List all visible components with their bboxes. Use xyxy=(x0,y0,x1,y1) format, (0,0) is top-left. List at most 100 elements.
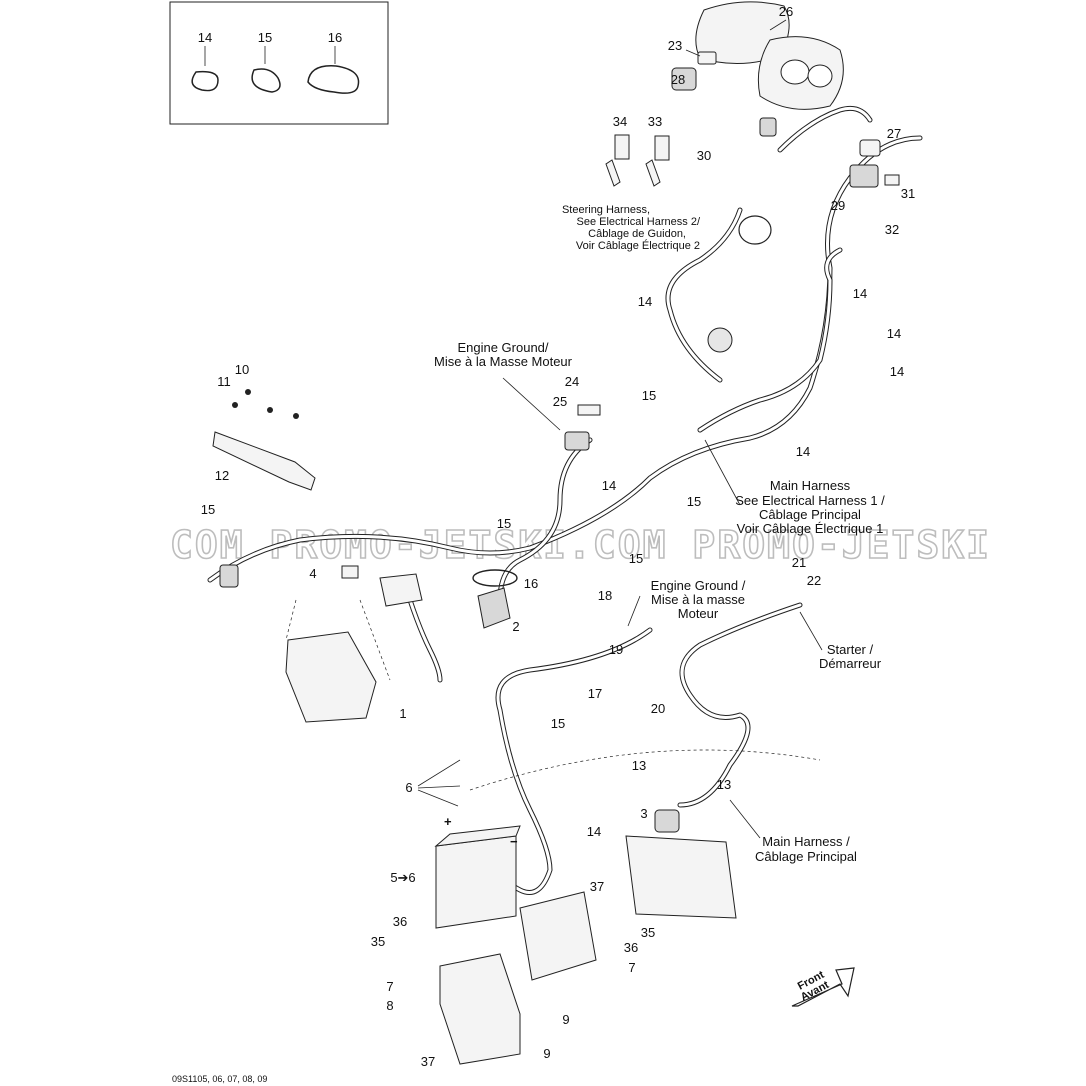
caption-engine-ground-mid-line3: Moteur xyxy=(678,606,719,621)
drawing-code: 09S1105, 06, 07, 08, 09 xyxy=(172,1074,267,1084)
caption-main-harness-bottom: Main Harness / Câblage Principal xyxy=(729,799,857,864)
caption-main-harness-top-line4: Voir Câblage Électrique 1 xyxy=(737,521,884,536)
battery-plus-sign: + xyxy=(444,814,452,829)
callout-26: 26 xyxy=(779,4,793,19)
caption-steering-harness: Steering Harness, See Electrical Harness… xyxy=(562,204,701,252)
callout-3: 3 xyxy=(640,806,647,821)
battery-tray xyxy=(439,891,597,1065)
battery-minus-sign: − xyxy=(510,834,518,849)
engine-ground-connectors xyxy=(219,404,601,588)
battery: + − xyxy=(434,814,521,929)
callout-1: 1 xyxy=(399,706,406,721)
callout-13-b: 13 xyxy=(717,777,731,792)
callout-29: 29 xyxy=(831,198,845,213)
callout-14-e: 14 xyxy=(796,444,810,459)
gauge-cluster xyxy=(695,1,844,110)
callout-4: 4 xyxy=(309,566,316,581)
callout-35-a: 35 xyxy=(371,934,385,949)
callout-37-a: 37 xyxy=(590,879,604,894)
caption-engine-ground-mid-line1: Engine Ground / xyxy=(651,578,746,593)
callout-15-c: 15 xyxy=(497,516,511,531)
callout-6: 6 xyxy=(405,780,412,795)
bracket-12 xyxy=(212,389,316,491)
caption-engine-ground-top-line1: Engine Ground/ xyxy=(457,340,548,355)
caption-engine-ground-top: Engine Ground/ Mise à la Masse Moteur xyxy=(434,340,573,431)
callout-15-e: 15 xyxy=(629,551,643,566)
callout-7-a: 7 xyxy=(386,979,393,994)
callout-19: 19 xyxy=(609,642,623,657)
callout-14-b: 14 xyxy=(853,286,867,301)
callout-11: 11 xyxy=(217,374,231,389)
caption-steering-line1: Steering Harness, xyxy=(562,204,650,216)
solenoid-3 xyxy=(625,809,737,919)
callout-14-c: 14 xyxy=(887,326,901,341)
callout-14-a: 14 xyxy=(638,294,652,309)
caption-main-harness-top-line2: See Electrical Harness 1 / xyxy=(735,493,885,508)
callout-15-b: 15 xyxy=(201,502,215,517)
caption-starter: Starter / Démarreur xyxy=(799,611,882,671)
callout-34: 34 xyxy=(613,114,627,129)
caption-steering-line4: Voir Câblage Électrique 2 xyxy=(576,239,700,252)
callout-37-b: 37 xyxy=(421,1054,435,1069)
caption-main-harness-bottom-line1: Main Harness / xyxy=(762,834,850,849)
callout-25: 25 xyxy=(553,394,567,409)
callout-14-f: 14 xyxy=(602,478,616,493)
callout-15-f: 15 xyxy=(551,716,565,731)
caption-main-harness-bottom-line2: Câblage Principal xyxy=(755,849,857,864)
callout-36-a: 36 xyxy=(393,914,407,929)
callout-17: 17 xyxy=(588,686,602,701)
cable-tie-16-icon xyxy=(307,65,360,94)
callout-28: 28 xyxy=(671,72,685,87)
callout-35-b: 35 xyxy=(641,925,655,940)
caption-main-harness-top-line1: Main Harness xyxy=(770,478,851,493)
callout-24: 24 xyxy=(565,374,579,389)
callout-32: 32 xyxy=(885,222,899,237)
callout-33: 33 xyxy=(648,114,662,129)
callout-30: 30 xyxy=(697,148,711,163)
callout-13-a: 13 xyxy=(632,758,646,773)
callout-16: 16 xyxy=(524,576,538,591)
callout-14-d: 14 xyxy=(890,364,904,379)
caption-starter-line2: Démarreur xyxy=(819,656,882,671)
caption-engine-ground-mid: Engine Ground / Mise à la masse Moteur xyxy=(627,578,746,627)
callout-18: 18 xyxy=(598,588,612,603)
battery-cables xyxy=(469,602,821,895)
callout-10: 10 xyxy=(235,362,249,377)
inset-box: 14 15 16 xyxy=(169,1,389,125)
callout-15-d: 15 xyxy=(687,494,701,509)
callout-20: 20 xyxy=(651,701,665,716)
module-2 xyxy=(379,569,518,629)
cable-tie-15-icon xyxy=(251,68,281,93)
callout-36-b: 36 xyxy=(624,940,638,955)
callouts: 26 23 28 34 33 30 27 29 31 32 14 14 14 1… xyxy=(201,4,915,1069)
caption-engine-ground-top-line2: Mise à la Masse Moteur xyxy=(434,354,573,369)
caption-starter-line1: Starter / xyxy=(827,642,874,657)
inset-label-14: 14 xyxy=(198,30,212,45)
watermark-text: COM PROMO-JETSKI.COM PROMO-JETSKI xyxy=(170,523,991,567)
caption-main-harness-top: Main Harness See Electrical Harness 1 / … xyxy=(704,439,885,536)
main-harness xyxy=(207,105,923,683)
callout-8: 8 xyxy=(386,998,393,1013)
callout-27: 27 xyxy=(887,126,901,141)
callout-9-b: 9 xyxy=(543,1046,550,1061)
callout-22: 22 xyxy=(807,573,821,588)
inset-label-15: 15 xyxy=(258,30,272,45)
steering-parts xyxy=(605,51,900,353)
caption-engine-ground-mid-line2: Mise à la masse xyxy=(651,592,745,607)
callout-15-a: 15 xyxy=(642,388,656,403)
front-arrow: Front Avant xyxy=(791,967,855,1007)
cable-tie-14-icon xyxy=(191,70,219,92)
support-1 xyxy=(285,599,391,723)
callout-14-g: 14 xyxy=(587,824,601,839)
inset-label-16: 16 xyxy=(328,30,342,45)
callout-31: 31 xyxy=(901,186,915,201)
callout-12: 12 xyxy=(215,468,229,483)
callout-2: 2 xyxy=(512,619,519,634)
callout-7-b: 7 xyxy=(628,960,635,975)
callout-23: 23 xyxy=(668,38,682,53)
callout-21: 21 xyxy=(792,555,806,570)
callout-5-6: 5➔6 xyxy=(390,870,415,885)
caption-steering-line2: See Electrical Harness 2/ xyxy=(577,216,701,228)
caption-main-harness-top-line3: Câblage Principal xyxy=(759,507,861,522)
